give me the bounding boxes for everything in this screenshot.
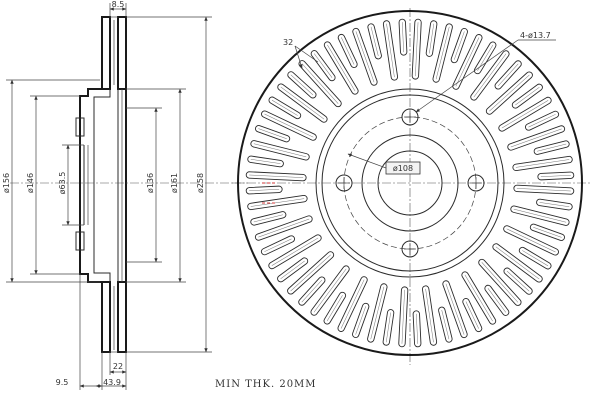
dim-width-top: 8.5 (112, 0, 125, 9)
dim-d258: ø258 (196, 173, 205, 193)
vane (432, 23, 453, 83)
vane (438, 306, 453, 343)
vane (470, 50, 510, 101)
vane (352, 302, 370, 339)
vane (310, 265, 350, 316)
dim-d161: ø161 (170, 173, 179, 193)
vane (382, 309, 395, 346)
vane (518, 246, 552, 270)
vane (411, 18, 422, 80)
vane (452, 34, 483, 90)
vane (425, 20, 438, 57)
vane (442, 280, 468, 339)
vane (398, 18, 408, 56)
vane (507, 125, 566, 151)
vane (352, 27, 378, 86)
dim-d136: ø136 (146, 173, 155, 193)
top-inner-plate (117, 16, 127, 90)
vane (498, 96, 552, 132)
bottom-outer-plate (101, 281, 111, 353)
hat-outer-circle (315, 88, 505, 278)
dim-hub-22: 22 (113, 362, 123, 371)
vane (533, 140, 570, 155)
vane (323, 41, 359, 95)
center-bore (377, 150, 443, 216)
vane (247, 155, 284, 168)
vane (513, 184, 575, 195)
bolt-hole-bottom (401, 240, 419, 258)
hub-circle (361, 134, 459, 232)
vane (478, 258, 522, 306)
vane (254, 215, 313, 241)
dim-overall-43: 43.9 (103, 378, 121, 387)
vane (250, 211, 287, 226)
vane (450, 27, 468, 64)
dim-d63: ø63.5 (58, 172, 67, 195)
vane (245, 185, 283, 195)
vane (382, 20, 399, 81)
dim-offset-left: 9.5 (56, 378, 69, 387)
cooling-vanes (245, 18, 575, 348)
dim-d156: ø156 (2, 173, 11, 193)
vane (287, 251, 335, 295)
vane (310, 50, 336, 82)
vane (461, 271, 497, 325)
vane (277, 257, 309, 283)
vane (512, 155, 573, 172)
vane (494, 60, 522, 90)
min-thickness-note: MIN THK. 20MM (215, 379, 317, 390)
vane (503, 267, 533, 295)
vane-count-label: 32 (283, 38, 293, 47)
hat-inner-circle (321, 94, 499, 272)
vane (247, 194, 308, 211)
bolt-hole-top (401, 108, 419, 126)
vane (245, 171, 307, 182)
vane (367, 23, 382, 60)
vane (485, 71, 533, 115)
bottom-inner-plate (117, 281, 127, 353)
vane (510, 205, 570, 226)
vane (268, 234, 322, 270)
vane (261, 110, 317, 141)
vane (260, 235, 295, 256)
bolt-hole-left (335, 174, 353, 192)
side-section-view: ø156 ø146 ø63.5 ø136 ø161 ø258 8.5 22 (2, 0, 250, 390)
vane (337, 276, 368, 332)
vane (529, 223, 566, 241)
outer-rim (237, 10, 583, 356)
dim-d146: ø146 (26, 173, 35, 193)
vane (511, 83, 543, 109)
bolt-hole-right (467, 174, 485, 192)
vane (298, 276, 326, 306)
vane (254, 125, 291, 143)
vane (250, 140, 310, 161)
bolt-hole-label: 4-ø13.7 (520, 31, 551, 40)
vane (367, 283, 388, 343)
vane (536, 198, 573, 211)
top-outer-plate (101, 16, 111, 90)
vane (525, 110, 560, 131)
vane (412, 310, 422, 348)
vane (421, 285, 438, 346)
vane (268, 96, 302, 120)
vane (462, 298, 483, 333)
bore-label: ø108 (393, 164, 413, 173)
vane (398, 286, 409, 348)
vane (277, 83, 328, 123)
vane (287, 71, 317, 99)
vane (484, 284, 510, 316)
front-view: ø108 32 4-ø13.7 (232, 8, 590, 365)
vane (503, 225, 559, 256)
vane (323, 291, 347, 325)
vane (537, 171, 575, 181)
vane (337, 33, 358, 68)
vane (492, 243, 543, 283)
hub-hat-outline (79, 88, 102, 283)
